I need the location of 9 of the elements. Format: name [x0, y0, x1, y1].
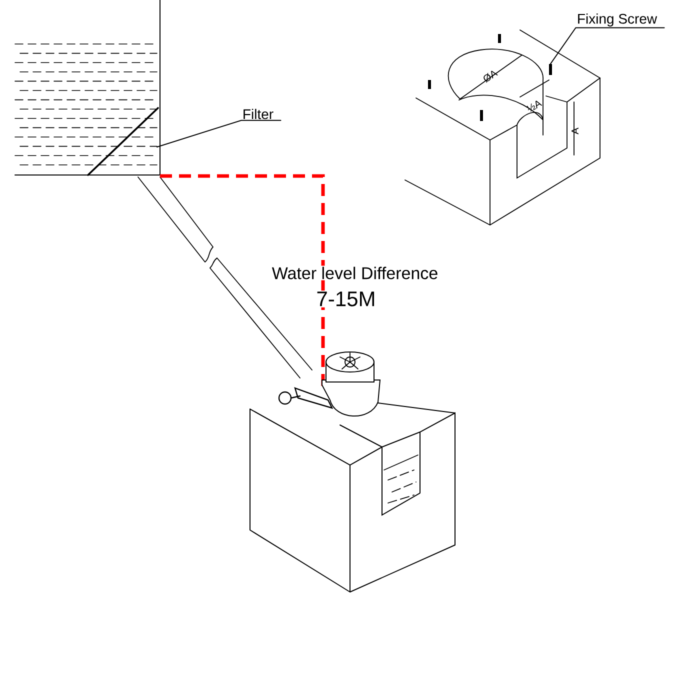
dimension-label: A — [572, 128, 578, 134]
part-label: Fixing Screw — [578, 13, 658, 27]
filter-plate — [87, 107, 159, 176]
part-label: Filter — [244, 108, 274, 120]
leader-line — [156, 120, 282, 148]
screw-mark — [549, 64, 552, 75]
water-level-label: Water level Difference — [270, 266, 440, 280]
height-label: 7-15M — [315, 290, 377, 308]
leader-line — [550, 27, 665, 64]
